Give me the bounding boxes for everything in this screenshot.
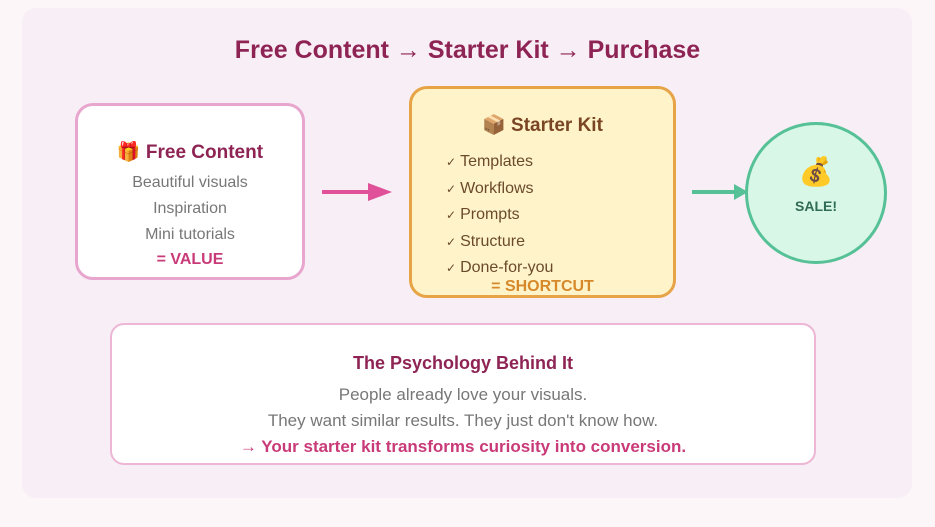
- sale-label: SALE!: [795, 198, 837, 214]
- money-bag-icon: 💰: [798, 156, 834, 187]
- free-result: = VALUE: [156, 251, 224, 268]
- gift-icon: 🎁: [116, 142, 141, 163]
- psychology-heading: The Psychology Behind It: [352, 353, 574, 373]
- kit-result: = SHORTCUT: [491, 278, 594, 295]
- psychology-line: They want similar results. They just don…: [267, 411, 659, 430]
- free-item: Beautiful visuals: [132, 174, 248, 191]
- free-content-heading: 🎁 Free Content: [116, 142, 264, 163]
- free-item: Mini tutorials: [145, 226, 235, 243]
- sale-circle: 💰 SALE!: [745, 122, 887, 264]
- check-icon: ✓: [446, 155, 457, 169]
- psychology-cta: → Your starter kit transforms curiosity …: [239, 437, 687, 456]
- kit-item: ✓Templates: [446, 153, 533, 170]
- check-icon: ✓: [446, 261, 457, 275]
- starter-kit-box: 📦 Starter Kit ✓Templates ✓Workflows ✓Pro…: [409, 86, 676, 298]
- diagram-title: Free Content → Starter Kit → Purchase: [234, 36, 701, 64]
- kit-item: ✓Prompts: [446, 206, 520, 223]
- kit-item: ✓Done-for-you: [446, 259, 554, 276]
- psychology-box: The Psychology Behind It People already …: [110, 323, 816, 465]
- arrow-icon: [692, 184, 748, 200]
- free-item: Inspiration: [153, 200, 227, 217]
- package-icon: 📦: [482, 115, 506, 136]
- kit-item: ✓Workflows: [446, 179, 534, 197]
- check-icon: ✓: [446, 234, 457, 249]
- check-icon: ✓: [446, 208, 457, 222]
- check-icon: ✓: [446, 181, 457, 196]
- starter-kit-heading: 📦 Starter Kit: [482, 115, 603, 136]
- arrow-icon: [322, 183, 392, 201]
- psychology-line: People already love your visuals.: [338, 385, 588, 404]
- kit-item: ✓Structure: [446, 232, 525, 250]
- free-content-box: 🎁 Free Content Beautiful visuals Inspira…: [75, 103, 305, 280]
